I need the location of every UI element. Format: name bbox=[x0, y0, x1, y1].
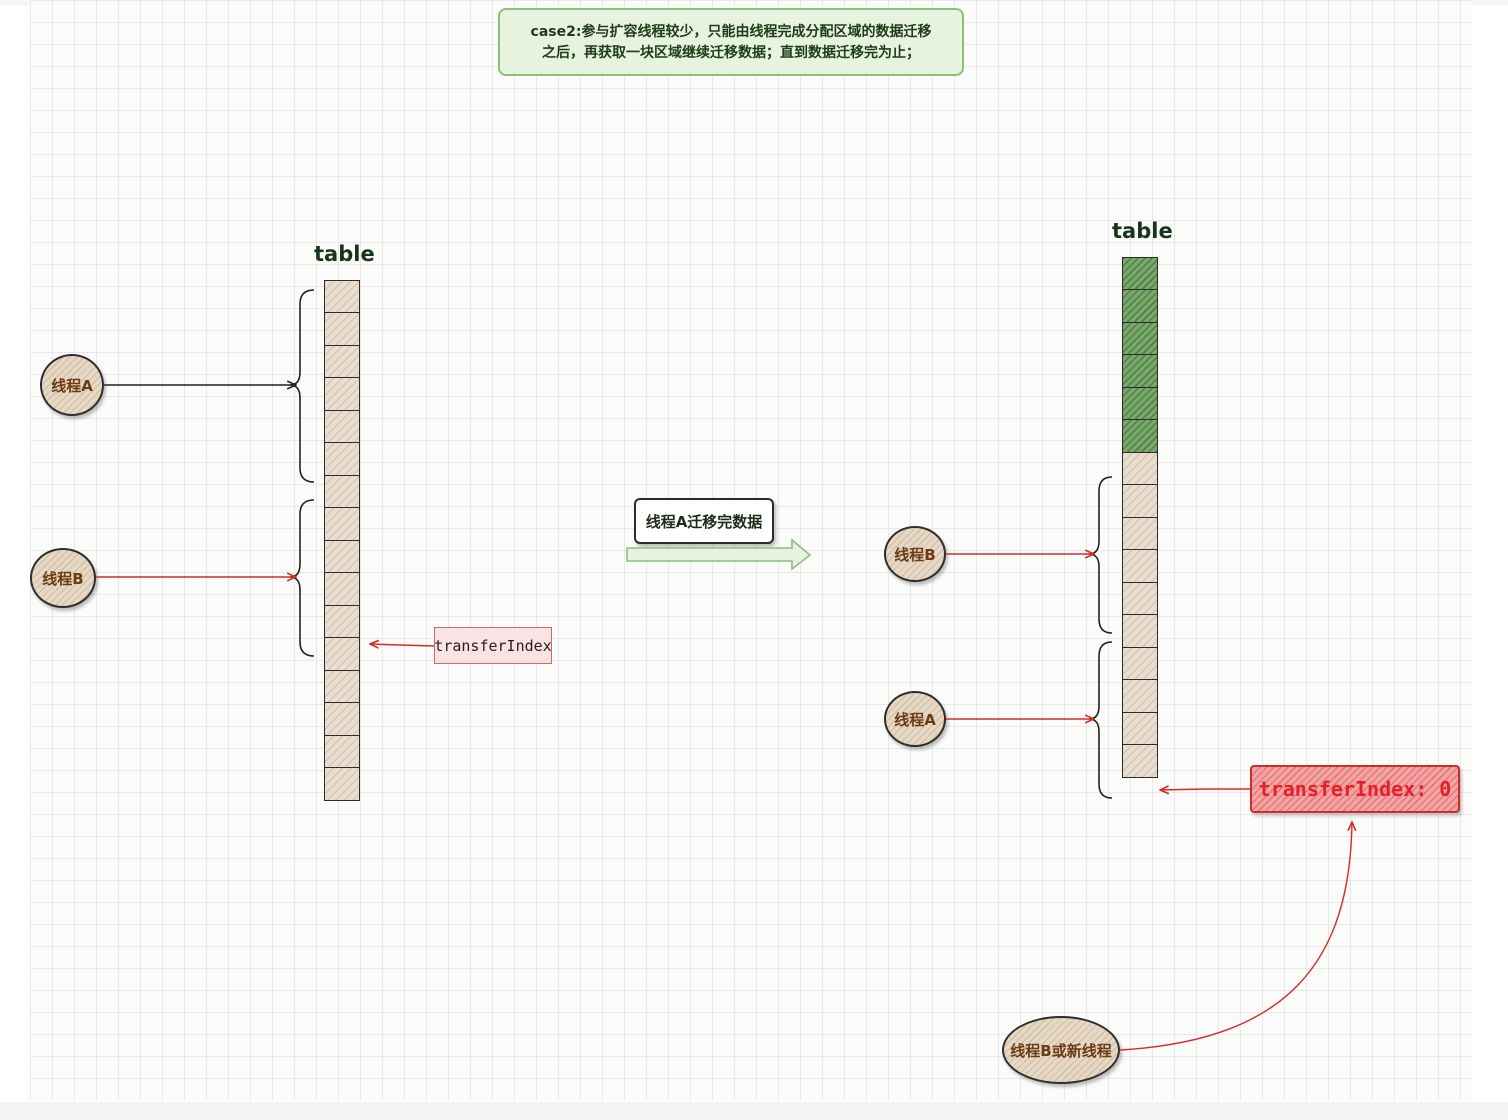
left-table-cell-2 bbox=[324, 344, 360, 379]
left-table-cell-5 bbox=[324, 442, 360, 476]
left-brace-lower bbox=[289, 499, 315, 657]
left-table-cell-1 bbox=[324, 312, 360, 346]
left-thread-b-node: 线程B bbox=[30, 548, 96, 608]
step-label: 线程A迁移完数据 bbox=[634, 498, 774, 544]
right-table-cell-14 bbox=[1122, 711, 1158, 746]
new-thread-node: 线程B或新线程 bbox=[1002, 1016, 1120, 1084]
right-table-cell-0 bbox=[1122, 256, 1158, 291]
right-table bbox=[1122, 256, 1158, 778]
title-line-1: case2:参与扩容线程较少，只能由线程完成分配区域的数据迁移 bbox=[530, 24, 932, 40]
right-table-cell-10 bbox=[1122, 581, 1158, 616]
right-table-label: table bbox=[1112, 219, 1173, 243]
new-thread-arrow bbox=[1119, 822, 1352, 1051]
left-transfer-index-arrow bbox=[370, 644, 435, 646]
left-table-cell-6 bbox=[324, 474, 360, 509]
left-table-cell-13 bbox=[324, 702, 360, 736]
left-table-cell-15 bbox=[324, 767, 360, 801]
left-table-cell-14 bbox=[324, 734, 360, 769]
left-table-cell-11 bbox=[324, 637, 360, 671]
left-table-cell-0 bbox=[324, 279, 360, 314]
left-table-cell-4 bbox=[324, 409, 360, 444]
left-table-cell-9 bbox=[324, 572, 360, 606]
right-table-cell-6 bbox=[1122, 451, 1158, 486]
right-table-cell-13 bbox=[1122, 679, 1158, 713]
title-note: case2:参与扩容线程较少，只能由线程完成分配区域的数据迁移 之后，再获取一块… bbox=[498, 8, 964, 76]
left-table-cell-10 bbox=[324, 604, 360, 639]
right-table-cell-8 bbox=[1122, 516, 1158, 551]
left-table-cell-12 bbox=[324, 669, 360, 704]
right-thread-a-node: 线程A bbox=[884, 691, 946, 747]
left-table-cell-3 bbox=[324, 377, 360, 411]
left-table-label: table bbox=[314, 242, 375, 266]
right-table-cell-11 bbox=[1122, 614, 1158, 648]
right-table-cell-15 bbox=[1122, 744, 1158, 778]
bottom-strip bbox=[0, 1102, 1508, 1120]
right-brace-upper bbox=[1088, 476, 1113, 634]
right-transfer-index-box: transferIndex: 0 bbox=[1250, 765, 1460, 813]
title-line-2: 之后，再获取一块区域继续迁移数据；直到数据迁移完为止； bbox=[542, 45, 920, 61]
left-transfer-index-box: transferIndex bbox=[434, 627, 552, 664]
right-table-cell-12 bbox=[1122, 646, 1158, 681]
right-transfer-index-arrow bbox=[1160, 789, 1250, 790]
step-arrow bbox=[626, 538, 812, 571]
right-table-cell-7 bbox=[1122, 484, 1158, 518]
left-thread-a-node: 线程A bbox=[40, 354, 104, 416]
right-table-cell-2 bbox=[1122, 321, 1158, 356]
right-thread-b-node: 线程B bbox=[884, 526, 946, 582]
right-brace-lower bbox=[1088, 641, 1113, 799]
right-table-cell-9 bbox=[1122, 549, 1158, 583]
right-table-cell-1 bbox=[1122, 289, 1158, 323]
grid-background bbox=[30, 0, 1472, 1100]
left-brace-upper bbox=[289, 289, 315, 483]
right-table-cell-3 bbox=[1122, 354, 1158, 388]
right-table-cell-5 bbox=[1122, 419, 1158, 453]
left-table bbox=[324, 279, 360, 801]
